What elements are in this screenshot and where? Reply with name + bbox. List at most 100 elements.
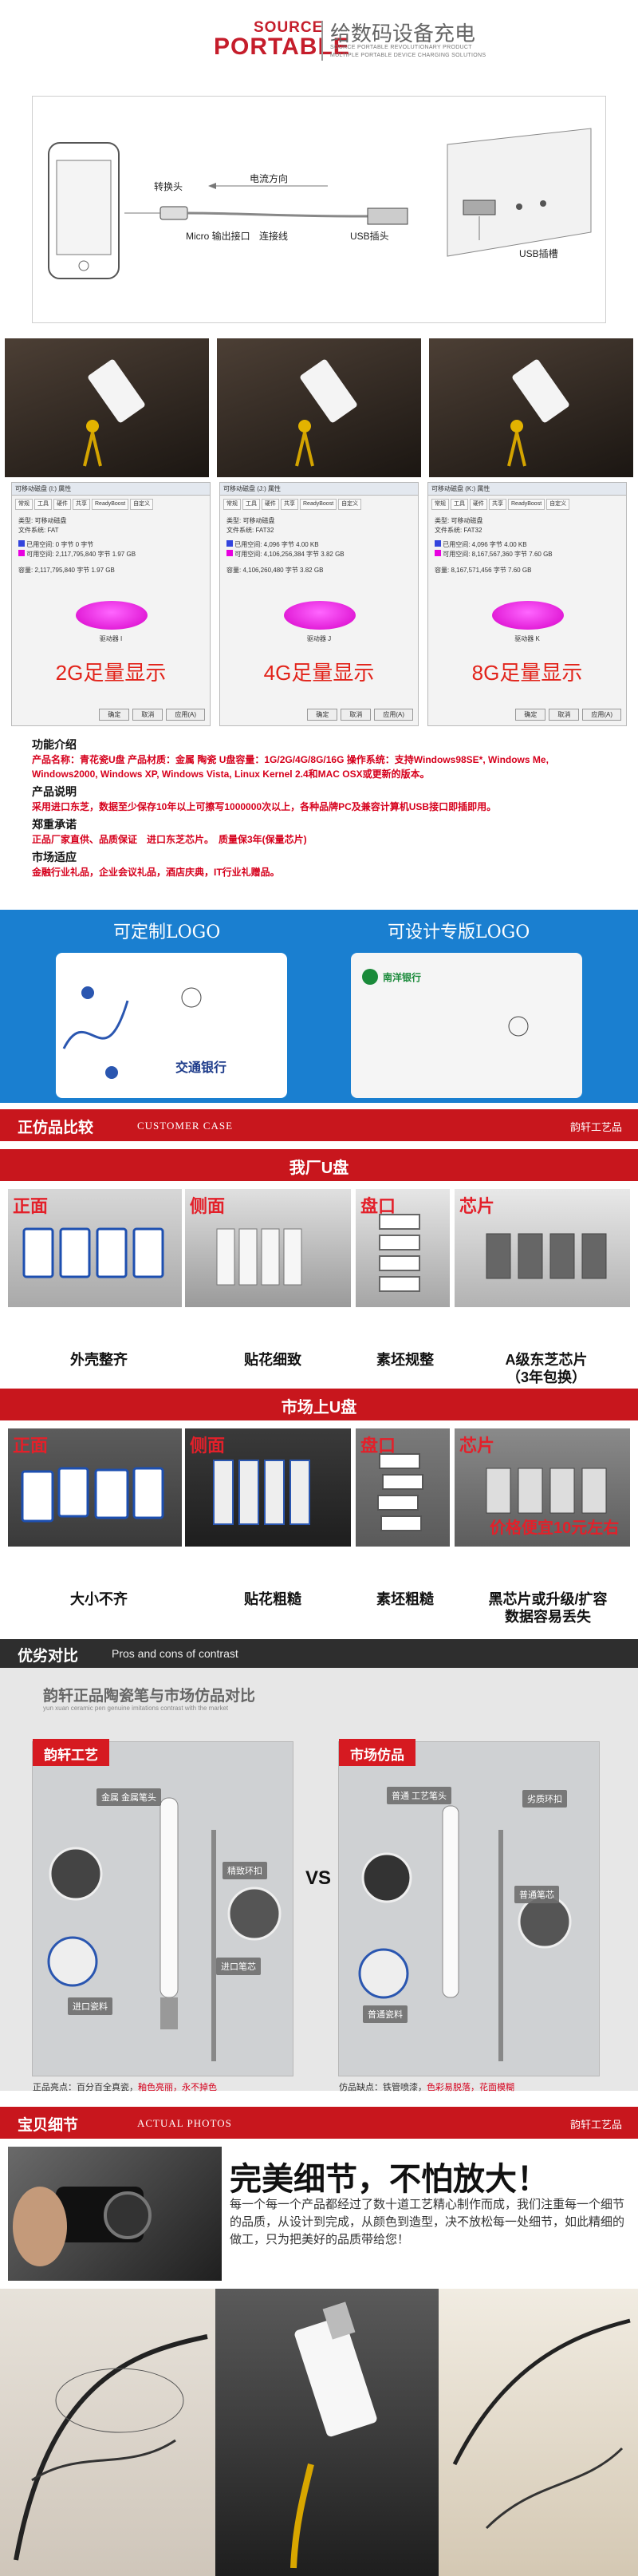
- disk-pie-icon: [284, 601, 356, 630]
- market-caption-3: 素坯粗糙: [376, 1591, 434, 1607]
- ours-caption-4: A级东芝芯片: [505, 1352, 588, 1368]
- tab-tools[interactable]: 工具: [242, 499, 260, 510]
- imitation-callout-3: 普通笔芯: [514, 1886, 559, 1903]
- cancel-button[interactable]: 取消: [549, 709, 580, 721]
- capacity-caption: 2G足量显示: [55, 661, 167, 685]
- section-en: ACTUAL PHOTOS: [137, 2117, 232, 2129]
- ours-photo-port: 盘口: [356, 1189, 450, 1307]
- imitation-note: 仿品缺点：铁管喷漆，色彩易脱落，花面模糊: [339, 2080, 514, 2093]
- tab-general[interactable]: 常规: [431, 499, 449, 510]
- header-portable: PORTABLE: [214, 34, 350, 60]
- tab-custom[interactable]: 自定义: [546, 499, 570, 510]
- header-divider: [321, 21, 323, 61]
- func-title: 功能介绍: [32, 738, 77, 751]
- free-space: 可用空间: 8,167,567,360 字节 7.60 GB: [443, 551, 553, 558]
- promise-title: 郑重承诺: [32, 818, 77, 831]
- apply-button[interactable]: 应用(A): [582, 709, 621, 721]
- header-subtitle-2: MULTIPLE PORTABLE DEVICE CHARGING SOLUTI…: [330, 53, 486, 58]
- fs-label: 文件系统:: [226, 527, 254, 534]
- tab-tools[interactable]: 工具: [34, 499, 52, 510]
- fs-value: FAT32: [463, 527, 482, 534]
- desc-title: 产品说明: [32, 785, 77, 798]
- photo-label: 盘口: [360, 1196, 396, 1216]
- used-space: 已用空间: 0 字节 0 字节: [26, 541, 94, 548]
- genuine-pen-illustration: [47, 1797, 282, 2061]
- tab-share[interactable]: 共享: [73, 499, 90, 510]
- ours-title-bar: 我厂U盘: [0, 1149, 638, 1181]
- ours-caption-3: 素坯规整: [376, 1352, 434, 1368]
- tab-bar: 常规 工具 硬件 共享 ReadyBoost 自定义: [15, 499, 207, 510]
- genuine-callout-1: 金属 金属笔头: [96, 1788, 162, 1806]
- ours-photo-chip: 芯片: [455, 1189, 630, 1307]
- capacity-caption: 4G足量显示: [263, 661, 375, 685]
- section-bar-compare: 正仿品比较 CUSTOMER CASE 韵轩工艺品: [0, 1109, 638, 1141]
- label-micro: Micro 输出接口: [186, 231, 250, 242]
- photo-label: 芯片: [459, 1436, 495, 1456]
- tab-readyboost[interactable]: ReadyBoost: [300, 499, 337, 510]
- tab-readyboost[interactable]: ReadyBoost: [92, 499, 129, 510]
- imitation-callout-2: 劣质环扣: [522, 1790, 567, 1808]
- fs-value: FAT32: [255, 527, 274, 534]
- label-usb-head: USB插头: [350, 231, 389, 242]
- desc-line: 采用进口东芝，数据至少保存10年以上可擦写1000000次以上，: [32, 801, 301, 812]
- market-photo-port: 盘口: [356, 1428, 450, 1547]
- imitation-tag: 市场仿品: [339, 1739, 415, 1766]
- apply-button[interactable]: 应用(A): [166, 709, 205, 721]
- window-title: 可移动磁盘 (J:) 属性: [220, 483, 418, 496]
- tab-general[interactable]: 常规: [15, 499, 33, 510]
- ok-button[interactable]: 确定: [307, 709, 338, 721]
- genuine-callout-4: 进口瓷料: [68, 1997, 112, 2015]
- disk-pie-icon: [492, 601, 564, 630]
- tab-hardware[interactable]: 硬件: [262, 499, 279, 510]
- price-overlay: 价格便宜10元左右: [490, 1519, 620, 1537]
- type-value: 可移动磁盘: [242, 517, 275, 524]
- tab-share[interactable]: 共享: [489, 499, 506, 510]
- tab-hardware[interactable]: 硬件: [470, 499, 487, 510]
- apply-button[interactable]: 应用(A): [374, 709, 413, 721]
- cancel-button[interactable]: 取消: [132, 709, 163, 721]
- label-usb-slot: USB插槽: [519, 248, 558, 259]
- tab-tools[interactable]: 工具: [451, 499, 468, 510]
- capacity: 容量: 8,167,571,456 字节 7.60 GB: [435, 567, 532, 574]
- vs-label: VS: [305, 1867, 332, 1889]
- type-label: 类型:: [226, 517, 242, 524]
- power-bank-icon: [447, 128, 592, 257]
- free-space: 可用空间: 4,106,256,384 字节 3.82 GB: [234, 551, 345, 558]
- section-label: 正仿品比较: [18, 1120, 94, 1136]
- tab-readyboost[interactable]: ReadyBoost: [508, 499, 545, 510]
- ours-caption-1: 外壳整齐: [70, 1352, 128, 1368]
- logo-banner-left: 可定制LOGO: [113, 923, 221, 942]
- header: SOURCE PORTABLE 给数码设备充电 SOURCE PORTABLE …: [0, 0, 638, 80]
- genuine-note: 正品亮点：百分百全真瓷，釉色亮丽，永不掉色: [33, 2080, 217, 2093]
- tab-general[interactable]: 常规: [223, 499, 241, 510]
- cancel-button[interactable]: 取消: [341, 709, 372, 721]
- tab-bar: 常规 工具 硬件 共享 ReadyBoost 自定义: [431, 499, 623, 510]
- ok-button[interactable]: 确定: [99, 709, 130, 721]
- logo-banner-right: 可设计专版LOGO: [388, 923, 530, 942]
- promise-line: 正品厂家直供、品质保证 进口东芝芯片。 质量保3年(保量芯片): [32, 834, 307, 845]
- detail-photo-left: [0, 2289, 215, 2576]
- ours-caption-2: 贴花细致: [244, 1352, 301, 1368]
- brand-text: 韵轩工艺品: [569, 2120, 622, 2132]
- detail-photo-right: [439, 2289, 638, 2576]
- product-info: 功能介绍 产品名称：青花瓷U盘 产品材质：金属 陶瓷 U盘容量：1G/2G/4G…: [32, 737, 622, 879]
- ok-button[interactable]: 确定: [515, 709, 546, 721]
- photo-label: 盘口: [360, 1436, 396, 1456]
- adapter-icon: [160, 206, 188, 220]
- func-material: 产品材质：金属 陶瓷: [128, 754, 217, 765]
- genuine-callout-3: 进口笔芯: [216, 1958, 261, 1975]
- fs-label: 文件系统:: [435, 527, 463, 534]
- bank-logo-text: 交通银行: [175, 1061, 227, 1075]
- drive-label: 驱动器 J: [306, 635, 332, 642]
- type-value: 可移动磁盘: [451, 517, 483, 524]
- used-space: 已用空间: 4,096 字节 4.00 KB: [443, 541, 527, 548]
- capacity: 容量: 4,106,260,480 字节 3.82 GB: [226, 567, 324, 574]
- tab-custom[interactable]: 自定义: [130, 499, 154, 510]
- tab-custom[interactable]: 自定义: [338, 499, 362, 510]
- tab-share[interactable]: 共享: [281, 499, 298, 510]
- ours-title: 我厂U盘: [289, 1160, 349, 1177]
- desc-line-2: 各种品牌PC及兼容计算机USB接口即插即用。: [300, 801, 497, 812]
- ours-caption-5: （3年包换）: [506, 1369, 586, 1385]
- usb-plug-icon: [367, 207, 408, 225]
- tab-hardware[interactable]: 硬件: [53, 499, 71, 510]
